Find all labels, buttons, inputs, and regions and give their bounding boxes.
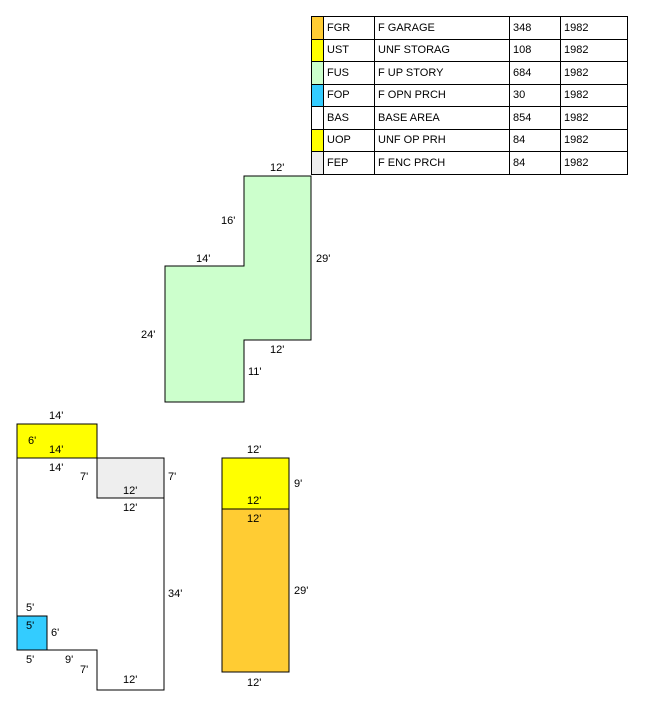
dim-label: 5' (26, 620, 34, 632)
area-legend-table: FGR F GARAGE 348 1982 UST UNF STORAG 108… (311, 16, 628, 175)
fep-area (96, 457, 165, 499)
legend-description: F UP STORY (374, 61, 510, 85)
dim-label: 12' (123, 674, 137, 686)
legend-description: F OPN PRCH (374, 83, 510, 107)
uop-area (16, 423, 98, 459)
legend-code: FOP (323, 83, 375, 107)
legend-swatch (311, 16, 324, 40)
dim-label: 6' (51, 627, 59, 639)
legend-year: 1982 (560, 106, 628, 130)
dim-label: 12' (247, 495, 261, 507)
legend-row: FEP F ENC PRCH 84 1982 (311, 151, 628, 175)
legend-area: 684 (509, 61, 561, 85)
legend-row: FGR F GARAGE 348 1982 (311, 16, 628, 40)
legend-row: UOP UNF OP PRH 84 1982 (311, 128, 628, 152)
dim-label: 12' (270, 344, 284, 356)
dim-label: 9' (65, 654, 73, 666)
dim-label: 12' (247, 513, 261, 525)
legend-row: FUS F UP STORY 684 1982 (311, 61, 628, 85)
dim-label: 14' (196, 253, 210, 265)
legend-code: FGR (323, 16, 375, 40)
legend-description: BASE AREA (374, 106, 510, 130)
legend-area: 108 (509, 38, 561, 62)
legend-area: 84 (509, 151, 561, 175)
dim-label: 29' (294, 585, 308, 597)
dim-label: 5' (26, 654, 34, 666)
fop-area (16, 615, 48, 651)
legend-swatch (311, 61, 324, 85)
legend-area: 84 (509, 128, 561, 152)
legend-swatch (311, 38, 324, 62)
legend-area: 854 (509, 106, 561, 130)
legend-row: FOP F OPN PRCH 30 1982 (311, 83, 628, 107)
legend-year: 1982 (560, 151, 628, 175)
legend-code: FUS (323, 61, 375, 85)
dim-label: 12' (270, 162, 284, 174)
legend-swatch (311, 151, 324, 175)
dim-label: 14' (49, 410, 63, 422)
dim-label: 12' (247, 444, 261, 456)
legend-code: BAS (323, 106, 375, 130)
dim-label: 34' (168, 588, 182, 600)
legend-swatch (311, 106, 324, 130)
legend-description: UNF OP PRH (374, 128, 510, 152)
legend-description: F ENC PRCH (374, 151, 510, 175)
legend-description: F GARAGE (374, 16, 510, 40)
legend-code: FEP (323, 151, 375, 175)
dim-label: 7' (80, 664, 88, 676)
dim-label: 12' (123, 485, 137, 497)
legend-year: 1982 (560, 128, 628, 152)
legend-code: UOP (323, 128, 375, 152)
fgr-area (221, 508, 290, 673)
dim-label: 7' (80, 471, 88, 483)
dim-label: 14' (49, 444, 63, 456)
legend-swatch (311, 128, 324, 152)
dim-label: 12' (123, 502, 137, 514)
fus-area (164, 175, 312, 403)
dim-label: 5' (26, 602, 34, 614)
dim-label: 6' (28, 435, 36, 447)
dim-label: 12' (247, 677, 261, 689)
legend-year: 1982 (560, 61, 628, 85)
dim-label: 29' (316, 253, 330, 265)
legend-area: 30 (509, 83, 561, 107)
legend-area: 348 (509, 16, 561, 40)
legend-year: 1982 (560, 38, 628, 62)
dim-label: 24' (141, 329, 155, 341)
dim-label: 16' (221, 215, 235, 227)
legend-year: 1982 (560, 16, 628, 40)
dim-label: 7' (168, 471, 176, 483)
dim-label: 9' (294, 478, 302, 490)
legend-code: UST (323, 38, 375, 62)
legend-row: UST UNF STORAG 108 1982 (311, 38, 628, 62)
legend-year: 1982 (560, 83, 628, 107)
dim-label: 11' (248, 366, 262, 378)
dim-label: 14' (49, 462, 63, 474)
legend-swatch (311, 83, 324, 107)
legend-row: BAS BASE AREA 854 1982 (311, 106, 628, 130)
legend-description: UNF STORAG (374, 38, 510, 62)
